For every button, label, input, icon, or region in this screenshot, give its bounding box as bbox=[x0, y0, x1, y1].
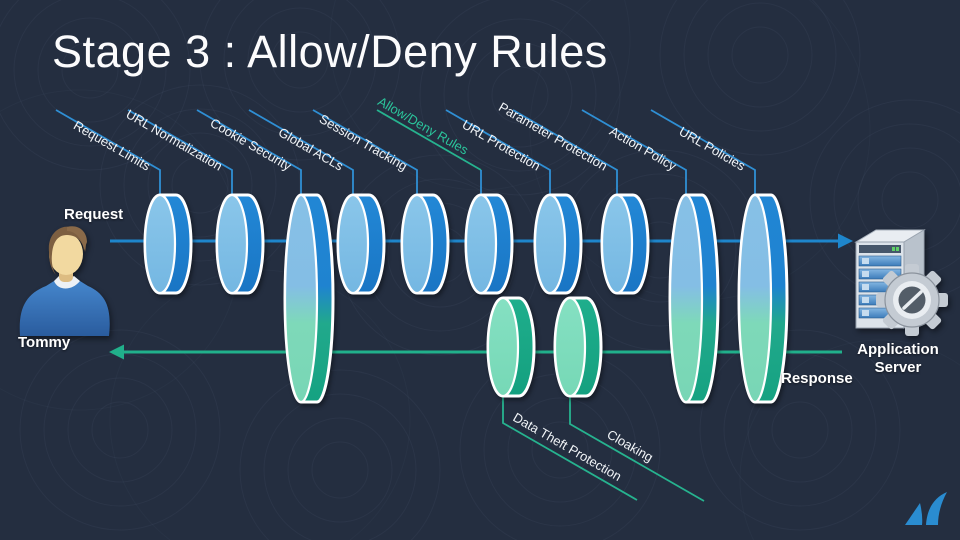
leader-line bbox=[512, 109, 618, 196]
gear-icon bbox=[876, 264, 948, 336]
application-server-label-line2: Server bbox=[874, 358, 922, 376]
stage-label: Parameter Protection bbox=[496, 99, 610, 173]
barracuda-logo-icon bbox=[905, 492, 947, 525]
leader-line bbox=[55, 109, 161, 196]
leader-line bbox=[196, 109, 302, 196]
stage-cloaking: Cloaking bbox=[553, 296, 705, 502]
leader-line bbox=[127, 109, 233, 196]
leader-line bbox=[376, 109, 482, 171]
leader-line bbox=[445, 109, 551, 196]
filter-disc bbox=[336, 193, 386, 295]
filter-disc bbox=[553, 296, 603, 398]
filter-disc bbox=[283, 193, 335, 404]
leader-line bbox=[650, 109, 756, 196]
application-server-icon bbox=[854, 229, 948, 336]
leader-line bbox=[502, 396, 638, 501]
filter-disc bbox=[668, 193, 720, 404]
filter-disc bbox=[533, 193, 583, 295]
leader-line bbox=[581, 109, 687, 196]
page-title: Stage 3 : Allow/Deny Rules bbox=[52, 26, 608, 77]
leader-line bbox=[312, 109, 418, 196]
filter-disc bbox=[464, 193, 514, 295]
request-label: Request bbox=[64, 206, 124, 223]
response-label: Response bbox=[781, 370, 853, 387]
person-icon bbox=[19, 226, 110, 336]
stage-label: Data Theft Protection bbox=[511, 410, 625, 484]
application-server-label: Application Server bbox=[840, 341, 956, 376]
filter-disc bbox=[215, 193, 265, 295]
client-name-label: Tommy bbox=[18, 334, 71, 351]
leader-line bbox=[248, 109, 354, 196]
stage-label: Action Policy bbox=[607, 123, 679, 173]
filter-disc bbox=[400, 193, 450, 295]
response-arrowhead bbox=[109, 344, 124, 360]
application-server-label-line1: Application bbox=[857, 341, 939, 358]
filter-disc bbox=[486, 296, 536, 398]
filter-disc bbox=[737, 193, 789, 404]
leader-line bbox=[569, 396, 705, 502]
response-arrow bbox=[109, 344, 842, 360]
filter-disc bbox=[143, 193, 193, 295]
request-arrowhead bbox=[838, 233, 853, 249]
filter-disc bbox=[600, 193, 650, 295]
stage-label: URL Policies bbox=[676, 124, 748, 174]
